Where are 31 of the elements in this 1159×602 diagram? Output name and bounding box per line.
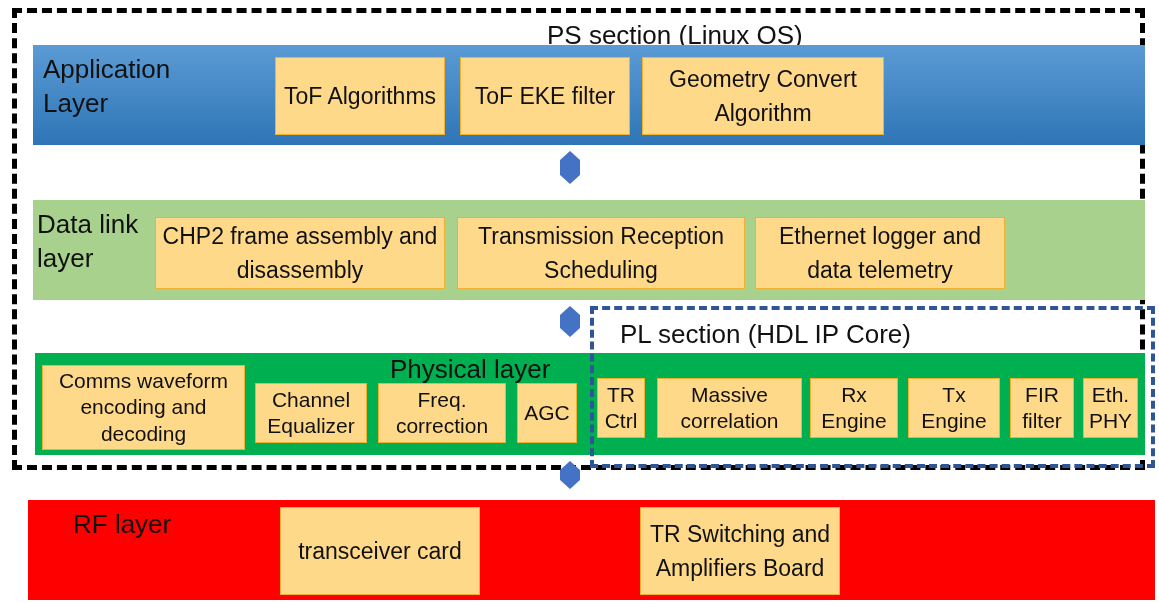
double-arrow [560,460,580,490]
module-box: Channel Equalizer [255,383,367,443]
module-box: ToF EKE filter [460,57,630,135]
module-box: FIR filter [1010,378,1074,438]
module-box: Tx Engine [908,378,1000,438]
module-box: Eth. PHY [1083,378,1138,438]
module-box: Massive correlation [657,378,802,438]
layer-band [33,200,1145,300]
layer-title: Application Layer [43,53,172,120]
double-arrow [560,305,580,338]
module-box: CHP2 frame assembly and disassembly [155,217,445,289]
layer-title: RF layer [73,508,173,541]
module-box: Ethernet logger and data telemetry [755,217,1005,289]
layer-band [33,45,1145,145]
module-box: Rx Engine [810,378,898,438]
layer-band [28,500,1155,600]
module-box: ToF Algorithms [275,57,445,135]
double-arrow [560,150,580,185]
dashed-region [12,8,1145,470]
module-box: Freq. correction [378,383,506,443]
module-box: AGC [517,383,577,443]
module-box: TR Switching and Amplifiers Board [640,507,840,595]
module-box: transceiver card [280,507,480,595]
layer-title: Physical layer [390,353,552,386]
module-box: TR Ctrl [597,378,645,438]
section-title: PL section (HDL IP Core) [620,318,912,351]
section-title: PS section (Linux OS) [547,19,804,52]
module-box: Comms waveform encoding and decoding [42,365,245,450]
module-box: Geometry Convert Algorithm [642,57,884,135]
layer-title: Data link layer [37,208,140,275]
module-box: Transmission Reception Scheduling [457,217,745,289]
